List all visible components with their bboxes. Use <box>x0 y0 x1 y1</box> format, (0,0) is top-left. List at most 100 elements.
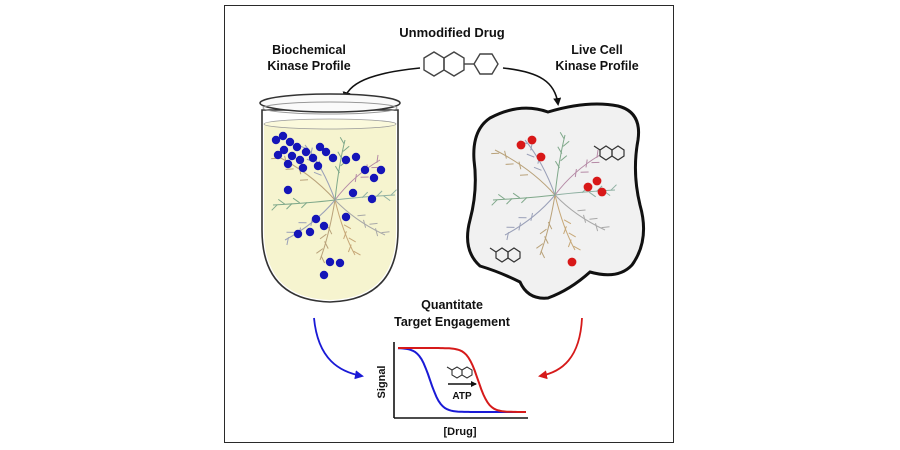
kinome-tree-icon <box>491 132 617 259</box>
kinase-hit-dot <box>285 137 295 147</box>
kinase-hit-dot <box>283 185 293 195</box>
kinome-branch <box>524 139 556 196</box>
curve-biochem <box>397 347 526 413</box>
kinome-branch <box>334 159 381 201</box>
biochem-kinase-dots <box>271 131 386 280</box>
kinome-twig <box>348 237 356 243</box>
arrow-to-livecell <box>502 67 562 106</box>
kinome-twig <box>334 165 340 174</box>
atp-label: ATP <box>452 391 472 402</box>
biphenyl-structure-icon <box>423 51 499 77</box>
kinome-twig <box>383 195 391 202</box>
kinase-hit-dot <box>348 188 358 198</box>
drug-label: Unmodified Drug <box>399 25 504 40</box>
kinome-twig <box>363 219 367 228</box>
kinome-twig <box>316 248 324 254</box>
kinase-hit-dot <box>597 187 607 197</box>
kinome-twig <box>339 137 345 145</box>
kinome-twig <box>376 190 383 197</box>
livecell-label-line2: Kinase Profile <box>555 59 638 73</box>
kinome-twig <box>390 189 397 196</box>
kinase-hit-dot <box>283 159 293 169</box>
kinome-twig <box>342 145 350 152</box>
kinase-hit-dot <box>367 194 377 204</box>
kinase-hit-dot <box>567 257 577 267</box>
curve-livecell <box>398 347 526 413</box>
cell-kinase-dots <box>516 135 607 267</box>
kinome-twig <box>557 146 563 154</box>
kinase-hit-dot <box>335 258 345 268</box>
kinome-branch <box>334 199 386 236</box>
kinase-hit-dot <box>308 153 318 163</box>
kinome-twig <box>361 191 369 199</box>
atp-molecule-icon <box>489 247 521 263</box>
kinome-twig <box>588 191 596 198</box>
kinome-twig <box>376 154 379 163</box>
kinome-branch <box>284 199 336 241</box>
kinome-twig <box>286 237 289 246</box>
kinase-hit-dot <box>325 257 335 267</box>
kinome-twig <box>375 228 379 237</box>
kinase-hit-dot <box>536 152 546 162</box>
kinome-twig <box>568 232 576 238</box>
kinome-twig <box>583 214 587 223</box>
kinome-twig <box>369 222 378 225</box>
kinome-twig <box>327 226 333 235</box>
kinase-hit-dot <box>295 155 305 165</box>
quant-label-line2: Target Engagement <box>394 315 511 329</box>
kinome-twig <box>498 193 506 200</box>
red-arrow-to-chart <box>538 317 583 380</box>
kinome-twig <box>563 226 567 235</box>
kinome-twig <box>324 241 329 249</box>
kinase-hit-dot <box>315 142 325 152</box>
kinase-hit-dot <box>516 140 526 150</box>
kinase-hit-dot <box>527 135 537 145</box>
kinome-twig <box>504 150 507 159</box>
kinome-twig <box>601 226 610 229</box>
kinase-hit-dot <box>292 142 302 152</box>
kinase-hit-dot <box>321 147 331 157</box>
kinase-hit-dot <box>319 270 329 280</box>
kinase-hit-dot <box>301 147 311 157</box>
kinase-hit-dot <box>293 229 303 239</box>
kinome-twig <box>577 209 586 212</box>
kinome-twig <box>506 232 509 241</box>
kinase-hit-dot <box>341 155 351 165</box>
kinome-twig <box>286 203 293 210</box>
kinome-twig <box>574 169 577 178</box>
kinome-twig <box>610 184 617 191</box>
kinase-hit-dot <box>376 165 386 175</box>
kinase-hit-dot <box>313 161 323 171</box>
kinome-twig <box>505 163 514 165</box>
kinase-hit-dot <box>278 131 288 141</box>
kinase-hit-dot <box>273 150 283 160</box>
kinome-twig <box>310 147 313 156</box>
kinase-hit-dot <box>311 214 321 224</box>
kinome-branch <box>554 194 576 251</box>
live-cell <box>466 102 646 300</box>
kinome-twig <box>595 223 599 232</box>
kinome-twig <box>540 250 546 259</box>
kinome-twig <box>491 199 498 206</box>
blue-arrow-to-chart <box>313 317 364 380</box>
kinome-twig <box>354 174 357 183</box>
kinome-twig <box>319 233 327 240</box>
kinome-branch <box>504 194 556 236</box>
kinome-twig <box>278 198 286 205</box>
kinase-hit-dot <box>271 135 281 145</box>
atp-molecule-icon <box>446 366 473 379</box>
kinome-branch <box>494 149 556 196</box>
kinome-twig <box>589 217 598 220</box>
kinome-twig <box>271 204 278 211</box>
kinome-twig <box>343 224 352 230</box>
kinase-hit-dot <box>583 182 593 192</box>
kinome-branch <box>274 154 336 201</box>
kinome-twig <box>512 192 520 199</box>
kinome-twig <box>320 255 326 264</box>
kinome-twig <box>567 239 572 248</box>
kinome-twig <box>530 212 533 221</box>
kinome-twig <box>301 201 308 209</box>
kinome-twig <box>518 222 521 231</box>
